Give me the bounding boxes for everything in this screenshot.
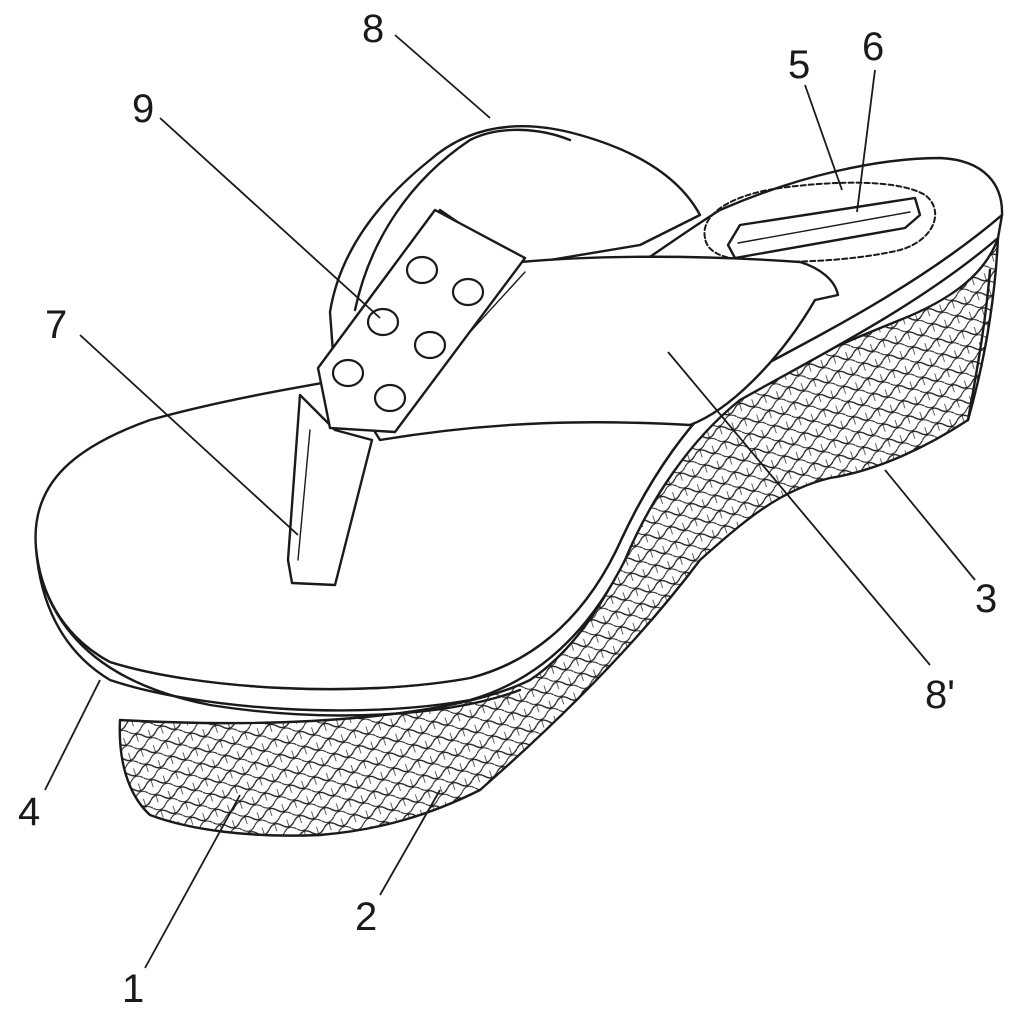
label-3: 3 xyxy=(975,577,997,621)
label-5: 5 xyxy=(788,43,810,87)
label-8: 8 xyxy=(362,7,384,51)
label-6: 6 xyxy=(862,25,884,69)
stud-6 xyxy=(373,383,407,413)
label-4: 4 xyxy=(18,790,40,834)
label-7: 7 xyxy=(45,303,67,347)
label-8-prime: 8' xyxy=(925,673,955,717)
stud-1 xyxy=(405,255,439,285)
label-9: 9 xyxy=(132,87,154,131)
stud-3 xyxy=(366,307,400,337)
leader-lines xyxy=(44,34,976,969)
stud-2 xyxy=(451,277,485,307)
toe-post xyxy=(286,393,374,587)
reference-labels: 1 2 3 4 5 6 7 8 8' 9 xyxy=(18,7,997,1011)
stud-5 xyxy=(331,358,365,388)
studded-band xyxy=(316,208,527,434)
stud-4 xyxy=(413,330,447,360)
label-1: 1 xyxy=(122,967,144,1011)
label-2: 2 xyxy=(355,895,377,939)
